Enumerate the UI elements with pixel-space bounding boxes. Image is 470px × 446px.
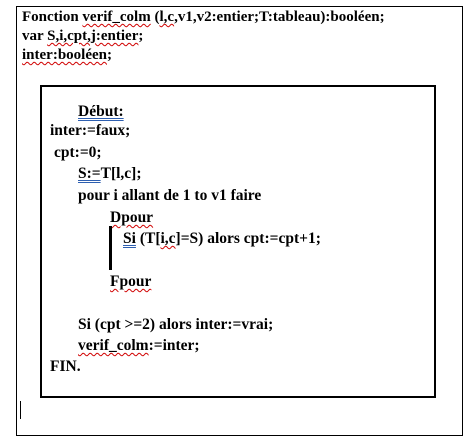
var-declaration: var S,i,cpt,j:entier;	[22, 28, 144, 44]
params-lc: l,c	[159, 9, 175, 25]
inter-declaration: inter:booléen;	[22, 47, 112, 63]
si-cpt-line: Si (cpt >=2) alors inter:=vrai;	[78, 316, 274, 333]
fpour-line: Fpour	[110, 273, 152, 290]
params-rest: ,v1,v2:entier;T:tableau):booléen;	[174, 9, 385, 25]
loop-bracket	[109, 226, 112, 270]
inter-init-line: inter:=faux;	[50, 122, 131, 139]
algorithm-box	[40, 85, 436, 398]
verif-assign-line: verif_colm:=inter;	[78, 337, 200, 354]
s-assign-line: S:=T[l,c];	[78, 165, 142, 182]
text-cursor[interactable]	[20, 401, 21, 419]
fin-line: FIN.	[50, 358, 81, 375]
function-name: verif_colm	[82, 9, 151, 25]
si-line: Si (T[i,c]=S) alors cpt:=cpt+1;	[123, 230, 321, 247]
pour-line: pour i allant de 1 to v1 faire	[78, 187, 262, 204]
inter-type: inter:booléen	[22, 47, 107, 63]
function-signature: Fonction verif_colm (l,c,v1,v2:entier;T:…	[22, 9, 385, 25]
document-frame	[16, 6, 463, 436]
keyword-fonction: Fonction	[22, 9, 83, 25]
dpour-line: Dpour	[110, 209, 154, 226]
debut-label: Début:	[78, 103, 124, 120]
cpt-init-line: cpt:=0;	[54, 144, 102, 161]
var-list: S,i,cpt,j:entier	[47, 28, 139, 44]
